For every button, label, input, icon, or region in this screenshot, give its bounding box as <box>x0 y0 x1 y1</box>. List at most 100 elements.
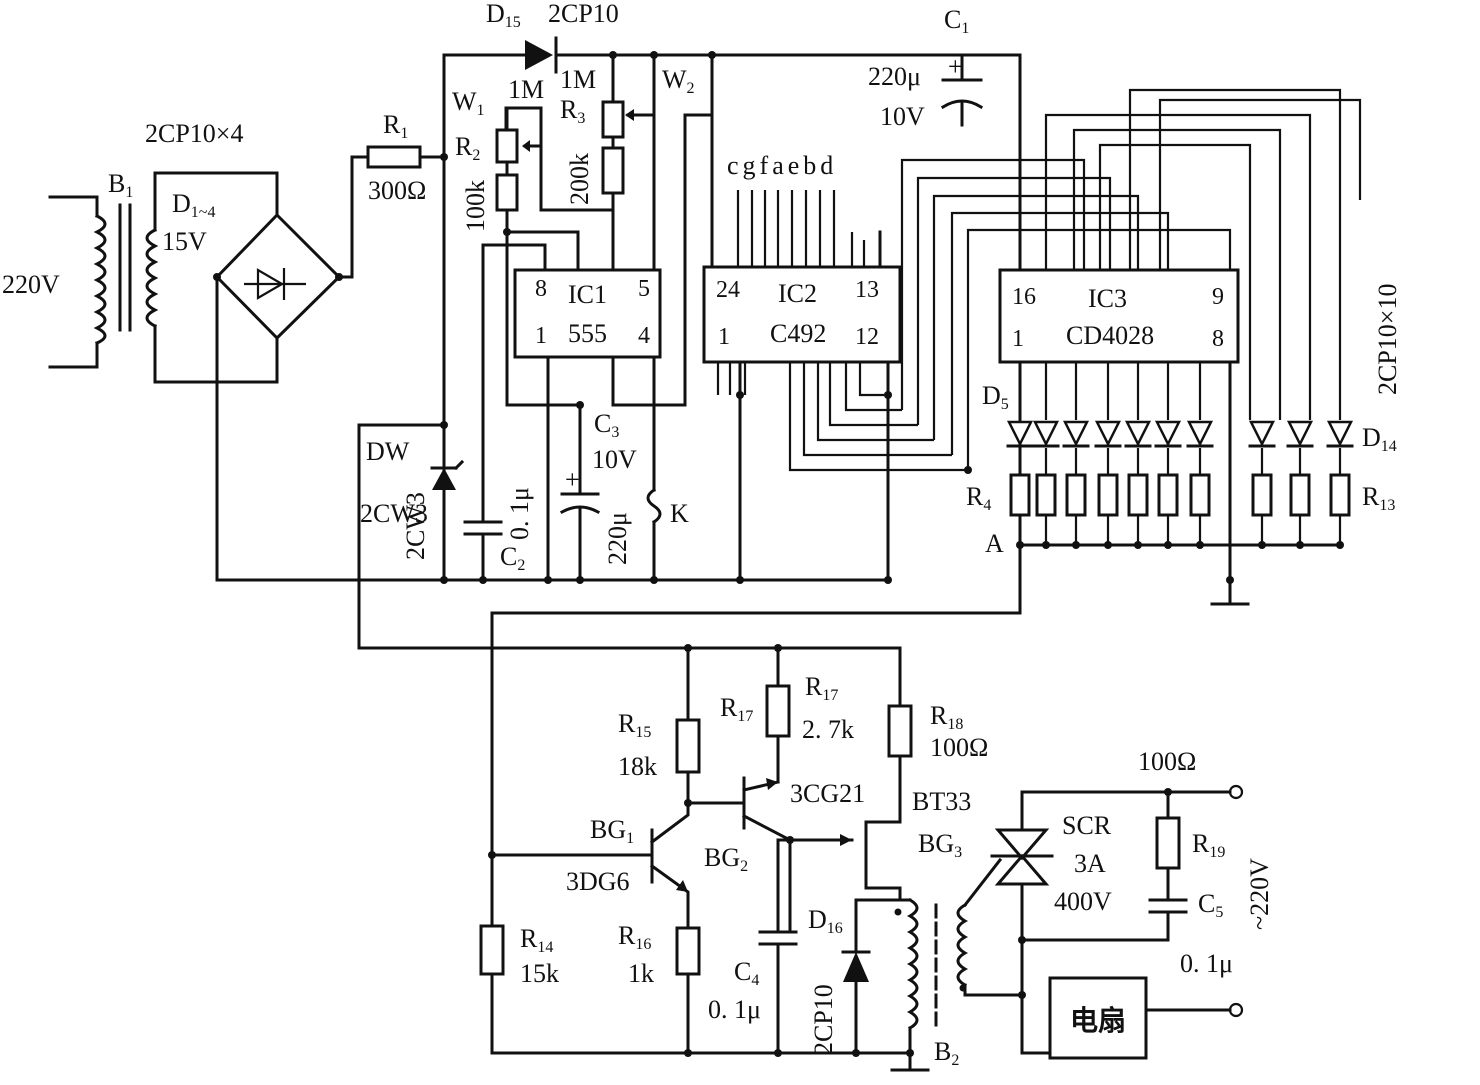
svg-text:2CP10×10: 2CP10×10 <box>1373 284 1402 395</box>
bridge-rectifier <box>213 155 462 582</box>
svg-text:1: 1 <box>535 323 547 349</box>
svg-text:BT33: BT33 <box>912 787 971 816</box>
capacitor-c1: C1 220μ 10V + <box>868 5 984 131</box>
svg-text:220V: 220V <box>2 270 60 299</box>
output-channel-7 <box>1186 362 1214 549</box>
svg-text:100k: 100k <box>461 180 490 232</box>
svg-text:13: 13 <box>855 277 879 303</box>
svg-text:C4: C4 <box>734 957 759 989</box>
svg-text:+: + <box>565 465 580 494</box>
svg-text:R17: R17 <box>720 693 753 725</box>
transistor-bg2: BG2 3CG21 <box>686 776 865 875</box>
node-a-line <box>490 543 1022 1055</box>
svg-text:~220V: ~220V <box>1245 858 1274 930</box>
svg-text:R19: R19 <box>1192 829 1225 861</box>
svg-text:D5: D5 <box>982 381 1009 413</box>
output-channel-8 <box>1248 420 1276 549</box>
svg-text:2CW3: 2CW3 <box>360 499 428 528</box>
svg-text:200k: 200k <box>565 153 594 205</box>
triac-scr: SCR 3A 400V <box>962 790 1112 1055</box>
resistor-r1: R1 300Ω <box>366 110 448 205</box>
svg-text:R14: R14 <box>520 924 553 956</box>
svg-text:W2: W2 <box>662 65 695 97</box>
svg-text:C5: C5 <box>1198 889 1223 921</box>
positive-rail-left <box>442 53 527 159</box>
svg-text:R1: R1 <box>383 110 408 142</box>
output-channel-4 <box>1094 362 1122 549</box>
svg-text:12: 12 <box>855 324 879 350</box>
svg-text:220μ: 220μ <box>603 512 632 565</box>
output-channel-10 <box>1326 420 1354 549</box>
svg-text:R17: R17 <box>805 672 838 704</box>
svg-text:R15: R15 <box>618 709 651 741</box>
transformer-b1: B1 220V 2CP10×4 D1~4 15V <box>2 119 279 384</box>
svg-text:100Ω: 100Ω <box>1138 747 1196 776</box>
svg-text:B2: B2 <box>934 1037 959 1069</box>
ic3-wiring <box>900 88 1362 470</box>
svg-text:15V: 15V <box>162 227 207 256</box>
svg-text:0. 1μ: 0. 1μ <box>505 487 534 540</box>
svg-text:A: A <box>985 529 1004 558</box>
svg-text:R2: R2 <box>455 132 480 164</box>
svg-text:BG2: BG2 <box>704 843 748 875</box>
capacitor-c4: C4 0. 1μ <box>708 838 798 1057</box>
svg-text:BG3: BG3 <box>918 829 962 861</box>
ic2-c492: 24 13 1 12 IC2 C492 cgfaebd <box>702 53 972 582</box>
svg-text:BG1: BG1 <box>590 815 634 847</box>
svg-text:1: 1 <box>1012 326 1024 352</box>
output-channel-1 <box>1006 362 1034 545</box>
output-channel-6 <box>1154 362 1182 549</box>
svg-text:10V: 10V <box>880 102 925 131</box>
capacitor-c3: + C3 10V 220μ <box>559 403 637 582</box>
switch-k: K <box>646 403 689 582</box>
svg-text:220μ: 220μ <box>868 62 921 91</box>
svg-text:SCR: SCR <box>1062 811 1112 840</box>
svg-text:D16: D16 <box>808 905 843 937</box>
svg-text:R16: R16 <box>618 921 651 953</box>
svg-text:5: 5 <box>638 276 650 302</box>
svg-text:0. 1μ: 0. 1μ <box>708 995 761 1024</box>
svg-text:R3: R3 <box>560 95 585 127</box>
svg-text:电扇: 电扇 <box>1070 1004 1126 1037</box>
svg-text:3A: 3A <box>1074 849 1106 878</box>
svg-text:D1~4: D1~4 <box>172 189 215 221</box>
svg-text:C3: C3 <box>594 409 619 441</box>
svg-text:4: 4 <box>638 323 650 349</box>
svg-text:1: 1 <box>718 324 730 350</box>
svg-text:IC1: IC1 <box>568 280 607 309</box>
svg-text:+: + <box>948 52 963 81</box>
svg-text:cgfaebd: cgfaebd <box>727 151 837 180</box>
pulse-transformer-b2: B2 <box>890 897 969 1072</box>
svg-text:8: 8 <box>535 276 547 302</box>
capacitor-c2: C2 0. 1μ <box>463 243 534 582</box>
svg-text:2CP10: 2CP10 <box>548 0 619 28</box>
svg-text:IC3: IC3 <box>1088 284 1127 313</box>
svg-text:1M: 1M <box>560 65 596 94</box>
svg-text:10V: 10V <box>592 445 637 474</box>
svg-text:R13: R13 <box>1362 482 1395 514</box>
resistor-r18: R18 100Ω <box>864 701 988 848</box>
svg-text:400V: 400V <box>1054 887 1112 916</box>
svg-text:R4: R4 <box>966 482 991 514</box>
svg-text:W1: W1 <box>452 87 485 119</box>
output-channel-9 <box>1286 420 1314 549</box>
fan-load: 电扇 <box>1020 976 1244 1060</box>
svg-text:9: 9 <box>1212 284 1224 310</box>
svg-text:2CP10: 2CP10 <box>809 984 838 1055</box>
svg-text:15k: 15k <box>520 959 559 988</box>
resistor-r14: R14 15k <box>479 924 559 988</box>
diode-d16: D16 2CP10 <box>808 898 902 1057</box>
diode-resistor-channels <box>1006 362 1354 549</box>
diode-d15: D15 2CP10 <box>486 0 619 74</box>
snubber-r19-c5: 100Ω R19 C5 0. 1μ ~220V <box>1020 747 1274 978</box>
output-channel-3 <box>1062 362 1090 549</box>
svg-text:16: 16 <box>1012 284 1036 310</box>
svg-text:B1: B1 <box>108 169 133 201</box>
svg-text:18k: 18k <box>618 752 657 781</box>
svg-text:8: 8 <box>1212 326 1224 352</box>
svg-text:2. 7k: 2. 7k <box>802 715 854 744</box>
svg-text:0. 1μ: 0. 1μ <box>1180 949 1233 978</box>
svg-text:D15: D15 <box>486 0 521 31</box>
pot-w2-r3: 1M R3 200k W2 <box>560 53 695 407</box>
